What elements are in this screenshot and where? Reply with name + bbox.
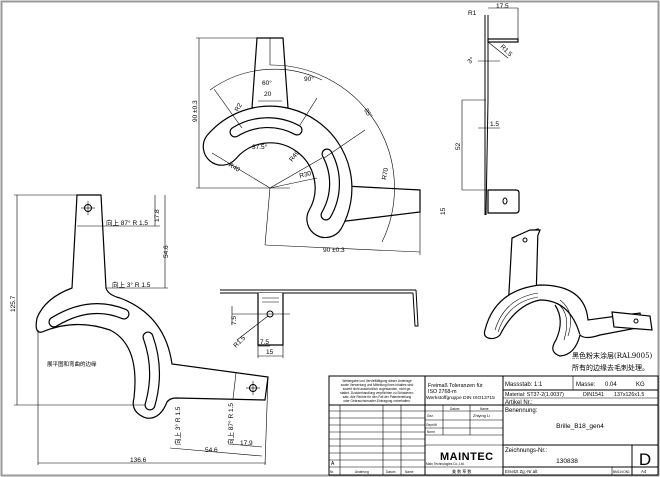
material: Material: ST37-2(1.0037) [505, 392, 564, 398]
dim-label: 17.8 [154, 209, 161, 222]
front-tab [257, 293, 284, 346]
drawn-by: Zhiying Li [473, 413, 490, 418]
designation-label: Benennung: [505, 408, 538, 414]
front-view: 7.5 R1.5 7.5 15 [220, 289, 419, 358]
dim-label: R30 [299, 170, 313, 180]
designation-value: Brille_B18_gen4 [556, 423, 604, 430]
note-deburr: 所有的边缘去毛刺处理。 [572, 363, 649, 372]
material-norm: DIN1541 [583, 392, 604, 398]
dim-label: 1.5 [490, 121, 499, 128]
svg-text:sowie Verwertung und Mitteilun: sowie Verwertung und Mitteilung ihres In… [341, 383, 414, 387]
tolerance-group: Werkstoffgruppe DIN ISO13715 [426, 395, 495, 401]
row-drawn: Gez. [427, 414, 434, 418]
dim-label: 136.6 [130, 457, 147, 464]
dim-label: 54.6 [205, 447, 218, 454]
col-date: Datum [450, 407, 460, 411]
revision-letter: A [331, 461, 335, 467]
company-name: Main Technologies Co.,Ltd. [426, 462, 465, 466]
bend-line [232, 372, 237, 400]
rev-col-date: Datum [386, 470, 396, 474]
tolerance-text: Freimaß Toleranzen für [428, 383, 483, 389]
scale: Massstab: 1:1 [505, 382, 543, 388]
row-checked: Geprüft [426, 423, 437, 427]
mass-unit: KG [636, 382, 645, 388]
hole-mark [81, 201, 95, 215]
dim-label: 15 [266, 349, 274, 356]
dim-label: 3° [466, 55, 476, 65]
svg-text:stattet. Zuwiderhandlung verpf: stattet. Zuwiderhandlung verpflichten zu… [340, 391, 414, 395]
bend-label: 向上 87° R 1.5 [106, 218, 148, 227]
dim-label: 90° [304, 75, 314, 83]
hole-mark [246, 381, 260, 395]
drawing-no-value: 130838 [556, 458, 578, 465]
svg-text:satz. Alle Rechte für den Fall: satz. Alle Rechte für den Fall der Paten… [343, 395, 412, 399]
dim-label: 20 [264, 91, 272, 98]
copyright-note: Weitergabe und Vervielfältigung dieser U… [340, 379, 414, 403]
dim-label: R70 [381, 167, 390, 180]
article-no: Artikel Nr.: [505, 400, 533, 406]
maintec-logo: MAINTEC [440, 451, 494, 463]
dim-label: 15 [440, 207, 447, 215]
bottom-middle-label: 美 数 草 数 [452, 468, 471, 474]
dim-label: 125.7 [10, 295, 17, 312]
dim-label: 90 ±0.3 [192, 100, 199, 122]
paper-format: A4 [641, 469, 647, 474]
bend-label: 向上 3° R 1.5 [173, 406, 182, 445]
bend-label: 向上 3° R 1.5 [112, 280, 151, 289]
iso-view [483, 228, 653, 357]
rev-col-nr: Nr. [330, 470, 334, 474]
side-flange [487, 38, 519, 43]
svg-text:soweit nicht ausdrücklich zuge: soweit nicht ausdrücklich zugestanden, n… [343, 387, 411, 391]
row-norm: Norm [427, 430, 435, 434]
dim-label: R1 [468, 10, 477, 17]
flat-part-outline [35, 194, 269, 419]
mass-value: 0.04 [605, 382, 617, 388]
rev-col-name: Name [405, 470, 414, 474]
dim-label: 17.5 [496, 3, 509, 10]
dim-label: 37.5° [252, 143, 268, 151]
col-name: Name [480, 407, 489, 411]
dim-label: 17.9 [240, 440, 253, 447]
notes: 黑色粉末涂层(RAL9005) 所有的边缘去毛刺处理。 [572, 351, 653, 372]
tolerance-standard: ISO 2768-m [428, 389, 457, 395]
top-view: 90 ±0.3 90 ±0.3 60° 20 90° 85° R2 37.5° … [192, 37, 421, 255]
dim-label: R2 [234, 102, 244, 113]
dim-label: 90 ±0.3 [323, 247, 345, 254]
replaces-label: Ersetzt Zg.-Nr.alt [505, 469, 538, 474]
rev-col-change: Änderung [355, 470, 369, 474]
material-size: 137x126x1.5 [614, 392, 644, 398]
svg-text:Weitergabe und Vervielfältigun: Weitergabe und Vervielfältigung dieser U… [342, 379, 411, 383]
dim-label: 7.5 [231, 316, 238, 325]
top-part-outline [202, 105, 353, 239]
dim-label: 7.5 [260, 339, 269, 346]
dim-label: 52 [455, 142, 462, 150]
flat-view-label: 展平图和弯曲的边缘 [47, 360, 97, 368]
flat-view: 向上 87° R 1.5 17.8 54.6 向上 3° R 1.5 125.7… [10, 194, 269, 466]
svg-text:oder Gebrauchsmuster-Eintragun: oder Gebrauchsmuster-Eintragung vorbehal… [343, 399, 411, 403]
note-coating: 黑色粉末涂层(RAL9005) [572, 351, 653, 360]
sheet-number: BM11VON1 [613, 470, 630, 474]
dim-label: 54.6 [163, 245, 170, 258]
title-block: Weitergabe und Vervielfältigung dieser U… [328, 375, 659, 476]
mass-label: Masse: [576, 382, 596, 388]
dim-label: 60° [262, 79, 272, 87]
drawing-no-label: Zeichnungs-Nr.: [505, 448, 548, 454]
bend-label: 向上 87° R 1.5 [226, 403, 235, 445]
revision-letter-large: D [639, 450, 651, 469]
